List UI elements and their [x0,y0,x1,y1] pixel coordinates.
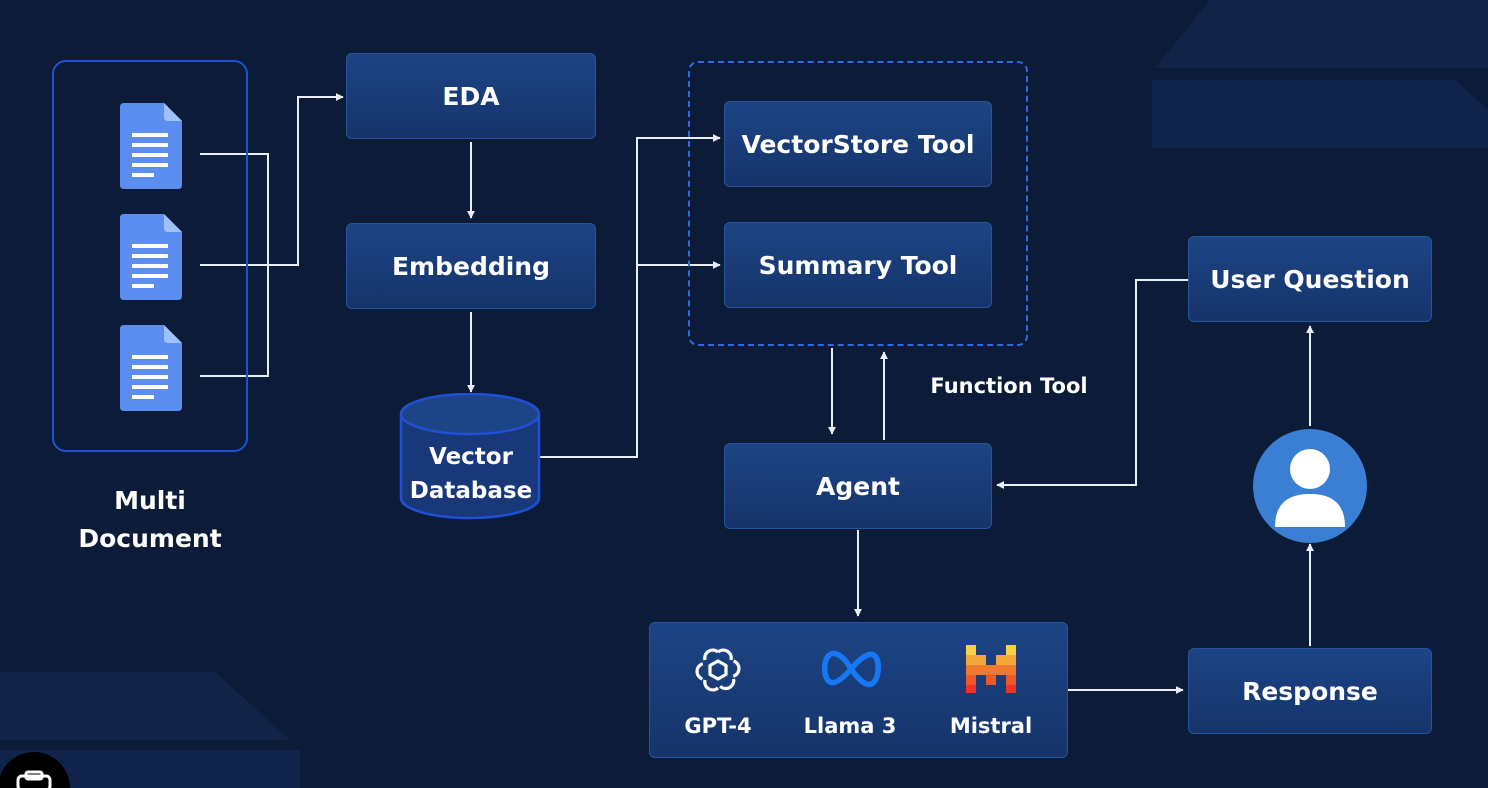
tools-group [688,61,1028,346]
vector-database-line2: Database [409,478,533,504]
gpt4-label: GPT-4 [684,714,752,738]
llama3-label: Llama 3 [803,714,897,738]
multi-document-line2: Document [78,524,222,553]
embedding-node: Embedding [346,223,596,309]
response-node: Response [1188,648,1432,734]
mistral-logo-icon [966,645,1016,693]
summary-tool-node: Summary Tool [724,222,992,308]
mistral-label: Mistral [949,714,1033,738]
multi-document-label: Multi Document [50,482,250,558]
agent-node: Agent [724,443,992,529]
question-to-agent-arrow [996,279,1188,489]
document-icon [120,214,182,300]
clipboard-badge-icon [0,752,70,788]
eda-node: EDA [346,53,596,139]
vectorstore-tool-node: VectorStore Tool [724,101,992,187]
document-icon [120,325,182,411]
vector-database-label: Vector Database [400,440,542,508]
user-question-node: User Question [1188,236,1432,322]
function-tool-label: Function Tool [930,374,1088,398]
openai-logo-icon [695,648,741,692]
multi-document-group [52,60,248,452]
meta-logo-icon [821,650,881,688]
document-icon [120,103,182,189]
docs-to-eda-arrow [268,93,344,266]
user-avatar-icon [1253,429,1367,543]
vector-database-cylinder [399,393,541,520]
vector-database-line1: Vector [429,444,513,470]
multi-document-line1: Multi [114,486,186,515]
llm-models-panel [649,622,1068,758]
vectordb-to-vectorstore-arrow [540,134,721,458]
